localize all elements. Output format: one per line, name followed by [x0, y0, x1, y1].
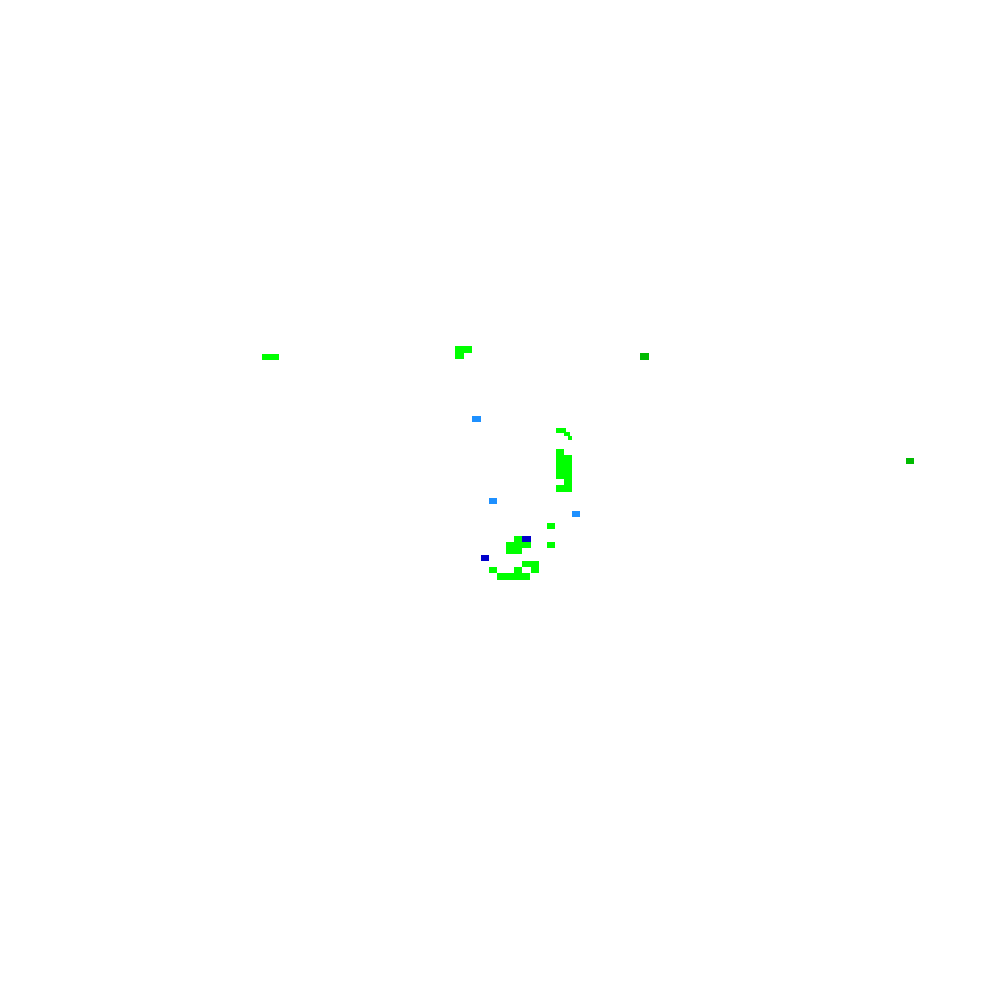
voxel-column: [556, 455, 572, 479]
voxel-column: [556, 428, 566, 433]
voxel-column: [564, 479, 572, 485]
voxel-speck-blue: [572, 511, 580, 517]
voxel-cluster: [514, 536, 522, 542]
voxel-column: [568, 436, 572, 440]
voxel-column: [564, 432, 570, 436]
voxel-cluster: [506, 548, 522, 554]
voxel-column: [556, 449, 564, 455]
voxel-cluster: [506, 542, 531, 548]
voxel-cluster: [531, 567, 539, 573]
voxel-fragment-upper-mid: [455, 346, 472, 353]
voxel-cluster: [547, 542, 555, 548]
voxel-fragment-far-right: [906, 458, 914, 464]
voxel-cluster: [497, 573, 530, 580]
voxel-fragment-upper-mid: [455, 353, 464, 359]
voxel-fragment-far-left: [262, 354, 279, 360]
voxel-speck-blue: [472, 416, 481, 422]
voxel-speck-dark-blue: [522, 536, 531, 542]
voxel-speck-blue: [489, 498, 497, 504]
voxel-cluster: [489, 567, 497, 573]
voxel-cluster: [522, 561, 539, 567]
voxel-fragment-upper-right: [640, 353, 649, 360]
voxel-column: [556, 485, 572, 492]
voxel-cluster: [547, 523, 555, 529]
voxel-cluster: [514, 567, 522, 573]
voxel-speck-dark-blue: [481, 555, 489, 561]
